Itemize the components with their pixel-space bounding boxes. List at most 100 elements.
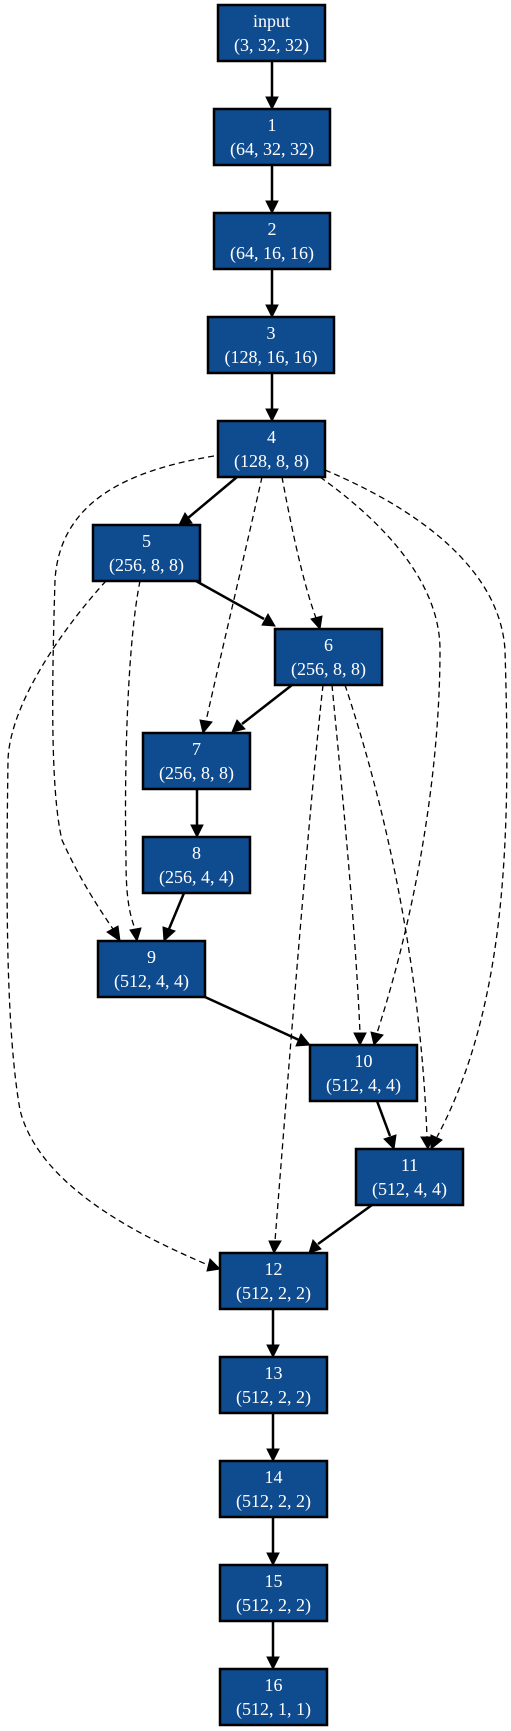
arrowhead-icon [383, 1134, 397, 1151]
edge-15-to-16 [266, 1621, 280, 1671]
arrowhead-icon [261, 612, 276, 627]
edge-12-to-13 [266, 1309, 280, 1359]
nodes-layer: input (3, 32, 32) 1(64, 32, 32) 2(64, 16, 1… [91, 3, 465, 1727]
node-box [91, 523, 202, 583]
edge-line [6, 580, 209, 1266]
edge-line [319, 476, 441, 1034]
node-6[interactable]: 6(256, 8, 8) [273, 627, 384, 687]
edge-7-to-8 [190, 789, 204, 839]
node-box [216, 419, 327, 479]
node-3[interactable]: 3 (128, 16, 16) [206, 315, 336, 375]
node-10[interactable]: 10(512, 4, 4) [308, 1043, 419, 1103]
edge-6-to-12 [268, 684, 324, 1255]
node-shape: (512, 4, 4) [372, 1179, 447, 1200]
arrowhead-icon [199, 719, 213, 735]
edge-6-to-10 [331, 684, 367, 1047]
arrowhead-icon [295, 1033, 311, 1047]
node-5[interactable]: 5(256, 8, 8) [91, 523, 202, 583]
node-box [273, 627, 384, 687]
node-shape: (3, 32, 32) [234, 35, 309, 56]
node-8[interactable]: 8(256, 4, 4) [141, 835, 252, 895]
edge-6-to-7 [231, 684, 293, 733]
arrowhead-icon [266, 1656, 280, 1671]
node-label: input [253, 11, 290, 31]
node-shape: (128, 8, 8) [234, 451, 309, 472]
arrowhead-icon [266, 1448, 280, 1463]
arrowhead-icon [266, 1552, 280, 1567]
edge-3-to-4 [265, 373, 279, 423]
edge-6-to-11 [344, 684, 434, 1151]
node-shape: (512, 2, 2) [236, 1595, 311, 1616]
node-shape: (64, 32, 32) [230, 139, 314, 160]
arrowhead-icon [266, 1344, 280, 1359]
node-box [141, 835, 252, 895]
node-label: 2 [268, 219, 277, 239]
node-4[interactable]: 4 (128, 8, 8) [216, 419, 327, 479]
node-label: 7 [192, 739, 201, 759]
node-shape: (256, 8, 8) [159, 763, 234, 784]
node-shape: (512, 2, 2) [236, 1491, 311, 1512]
edge-line [187, 476, 238, 519]
arrowhead-icon [129, 927, 142, 943]
node-shape: (512, 4, 4) [114, 971, 189, 992]
arrowhead-icon [265, 408, 279, 423]
arrowhead-icon [265, 96, 279, 111]
edge-4-to-6 [281, 476, 323, 631]
node-shape: (512, 2, 2) [236, 1387, 311, 1408]
arrowhead-icon [106, 925, 121, 943]
node-13[interactable]: 13 (512, 2, 2) [218, 1355, 329, 1415]
edge-line [204, 995, 300, 1042]
node-1[interactable]: 1(64, 32, 32) [212, 107, 332, 167]
edge-2-to-3 [265, 269, 279, 319]
node-shape: (128, 16, 16) [225, 347, 318, 368]
node-box [218, 1459, 329, 1519]
node-11[interactable]: 11 (512, 4, 4) [354, 1147, 465, 1207]
edge-line [241, 684, 293, 725]
node-label: 13 [265, 1363, 283, 1383]
edge-5-to-12 [6, 580, 222, 1272]
edge-8-to-9 [162, 892, 186, 943]
node-shape: (512, 2, 2) [236, 1283, 311, 1304]
edge-9-to-10 [204, 995, 311, 1047]
arrowhead-icon [310, 615, 323, 631]
node-12[interactable]: 12(512, 2, 2) [218, 1251, 329, 1311]
node-input[interactable]: input (3, 32, 32) [216, 3, 327, 63]
node-label: 16 [265, 1675, 283, 1695]
node-label: 4 [267, 427, 276, 447]
node-7[interactable]: 7 (256, 8, 8) [141, 731, 252, 791]
node-box [218, 1667, 329, 1727]
node-box [212, 211, 332, 271]
edge-line [52, 455, 215, 930]
node-box [216, 3, 327, 63]
node-box [212, 107, 332, 167]
node-box [206, 315, 336, 375]
edge-11-to-12 [308, 1203, 373, 1254]
node-14[interactable]: 14(512, 2, 2) [218, 1459, 329, 1519]
edge-line [375, 1100, 392, 1137]
node-box [308, 1043, 419, 1103]
edge-line [281, 476, 317, 619]
node-label: 3 [267, 323, 276, 343]
node-label: 11 [401, 1155, 418, 1175]
arrowhead-icon [190, 824, 204, 839]
node-9[interactable]: 9(512, 4, 4) [96, 939, 207, 999]
edge-4-to-10 [319, 476, 441, 1047]
edge-line [205, 476, 263, 722]
node-box [218, 1563, 329, 1623]
node-15[interactable]: 15(512, 2, 2) [218, 1563, 329, 1623]
arrowhead-icon [353, 1032, 367, 1047]
edge-13-to-14 [266, 1413, 280, 1463]
edge-4-to-5 [178, 476, 238, 526]
edge-line [317, 1203, 373, 1246]
arrowhead-icon [162, 926, 176, 943]
node-2[interactable]: 2(64, 16, 16) [212, 211, 332, 271]
node-shape: (256, 4, 4) [159, 867, 234, 888]
edges-layer [6, 61, 508, 1671]
edge-line [195, 579, 265, 621]
edge-5-to-9 [124, 580, 142, 943]
node-shape: (512, 1, 1) [236, 1699, 311, 1720]
edge-4-to-7 [199, 476, 263, 735]
node-16[interactable]: 16 (512, 1, 1) [218, 1667, 329, 1727]
node-label: 5 [142, 531, 151, 551]
